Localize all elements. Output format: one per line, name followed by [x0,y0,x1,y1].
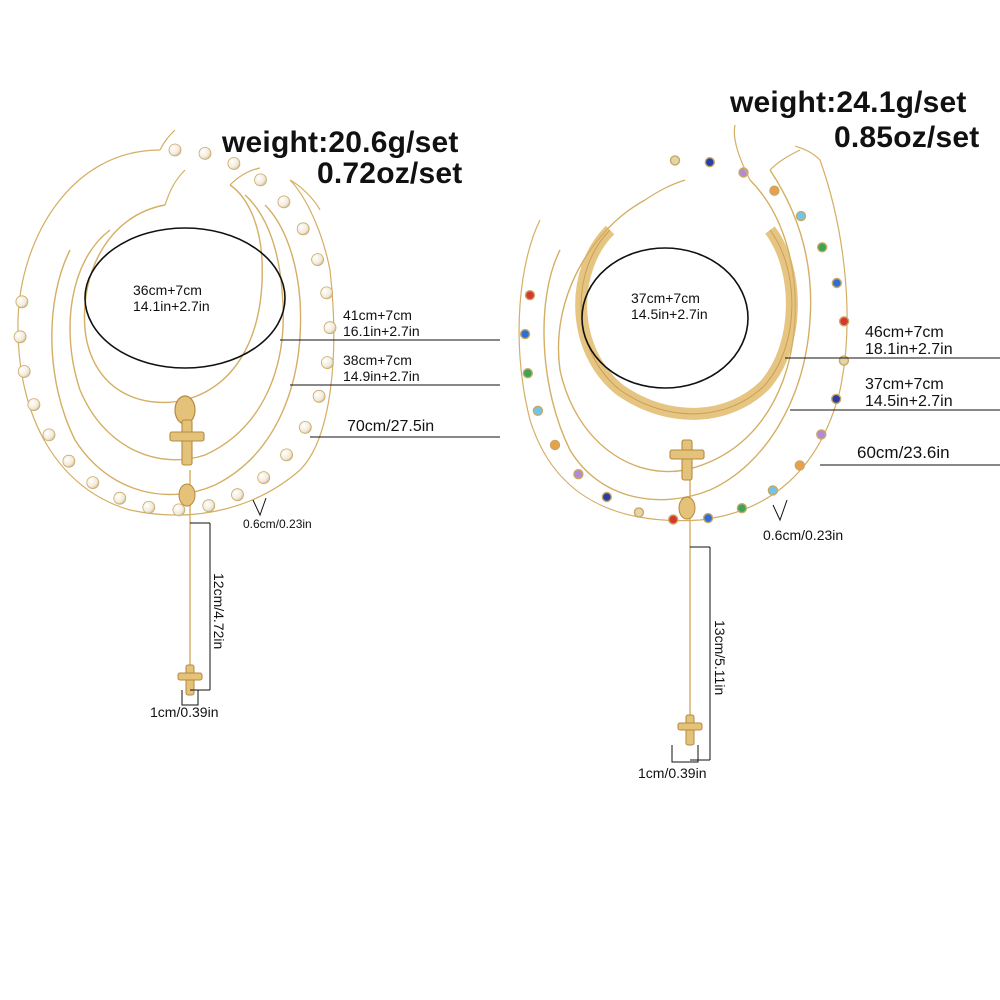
cross-size-label: 1cm/0.39in [150,704,219,720]
crystal-bead [794,460,805,471]
pearl-bead [198,146,212,160]
crystal-beads [519,155,850,525]
crystal-bead [831,393,842,405]
small-cross-right [677,714,703,746]
pearl-bead [168,143,182,157]
left-necklace-illustration [13,129,500,706]
pearl-bead [296,222,310,236]
pearl-bead [15,295,29,309]
pearl-bead [113,491,127,505]
left-necklace-set: weight:20.6g/set 0.72oz/set 36cm+7cm 14.… [13,126,500,720]
pearl-bead [312,389,326,403]
choker-size-circle-right [581,247,749,389]
pearl-bead [323,321,337,335]
crystal-bead [519,328,531,340]
choker-length-in: 14.1in+2.7in [133,298,210,314]
crystal-bead [702,512,714,524]
pearl-chain-length: 70cm/27.5in [347,418,435,435]
pearl-bead [320,356,334,370]
gold-chain-3 [51,204,302,496]
choker-length-cm-right: 37cm+7cm [631,290,700,306]
crystal-bead [769,185,780,196]
crystal-chain [518,159,848,522]
crystal-bead [816,429,827,440]
cross-size-label-right: 1cm/0.39in [638,765,707,781]
pearl-bead [280,448,294,462]
pearl-bead [86,476,100,490]
layer3-length-in: 14.9in+2.7in [343,368,420,384]
pearl-bead [257,471,271,485]
crystal-chain-length: 60cm/23.6in [857,443,950,462]
pearl-beads [13,143,337,517]
pearl-bead [254,173,267,187]
weight-ounces-right: 0.85oz/set [834,121,980,154]
gold-chain-a [557,179,797,473]
pearl-bead [311,253,325,267]
cross-pendant-right [669,439,705,481]
crystal-bead [795,210,807,222]
gold-chain-2 [69,194,284,461]
pearl-bead [231,488,244,502]
bead-size-label-right: 0.6cm/0.23in [763,527,844,543]
gold-chain-b [543,169,812,501]
pearl-bead [298,420,312,434]
oval-charm [178,483,196,507]
crystal-bead [838,355,850,366]
crystal-bead [524,290,536,301]
choker-length-in-right: 14.5in+2.7in [631,306,708,322]
crystal-bead [549,439,561,451]
drop-length-label-right: 13cm/5.11in [712,620,728,696]
layer2-length-cm-right: 46cm+7cm [865,324,944,341]
pearl-bead [62,454,76,468]
pearl-bead [202,499,216,513]
bead-size-marker-right [772,499,788,522]
pearl-bead [42,428,56,442]
layer2-length-cm: 41cm+7cm [343,307,412,323]
crystal-bead [838,316,850,327]
crystal-bead [704,156,716,168]
oval-charm-right [678,496,696,520]
layer3-length-in-right: 14.5in+2.7in [865,393,953,410]
drop-length-label: 12cm/4.72in [211,573,227,650]
pearl-bead [27,398,41,412]
crystal-bead [633,507,645,518]
crystal-bead [601,491,613,503]
choker-length-cm: 36cm+7cm [133,282,202,298]
crystal-bead [767,485,779,496]
right-necklace-set: weight:24.1g/set 0.85oz/set 37cm+7cm 14.… [500,0,1000,1000]
crystal-bead [532,405,544,416]
bead-size-label: 0.6cm/0.23in [243,517,312,531]
crystal-bead [831,277,842,289]
crystal-bead [667,514,679,525]
weight-grams-right: weight:24.1g/set [730,86,967,119]
crystal-bead [736,503,748,514]
layer3-length-cm: 38cm+7cm [343,352,412,368]
pearl-bead [142,500,156,514]
pearl-bead [13,330,27,344]
layer3-length-cm-right: 37cm+7cm [865,376,944,393]
small-cross-left [177,664,203,696]
weight-ounces: 0.72oz/set [317,157,463,190]
layer2-length-in: 16.1in+2.7in [343,323,420,339]
weight-grams: weight:20.6g/set [222,126,459,159]
crystal-bead [669,155,681,166]
pearl-bead [17,365,31,378]
pearl-bead [320,286,334,300]
pearl-bead [227,157,241,170]
pearl-bead [277,195,291,209]
cross-width-bracket [181,690,199,706]
crystal-bead [522,368,533,379]
right-necklace-illustration [518,124,1000,763]
layer2-length-in-right: 18.1in+2.7in [865,341,953,358]
crystal-bead [573,469,584,480]
bead-size-marker [252,497,267,517]
choker-size-circle [84,227,286,369]
cross-pendant-left [169,419,205,466]
pearl-bead [172,503,186,517]
crystal-bead [817,242,828,253]
cross-width-bracket-right [671,745,699,763]
